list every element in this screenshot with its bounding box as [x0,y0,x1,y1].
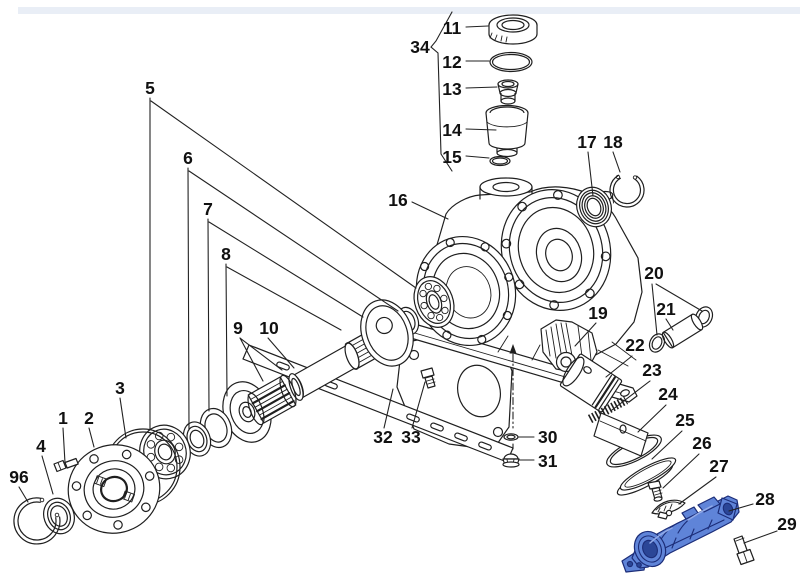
part-label-18: 18 [603,132,623,152]
part-22-piston [559,353,623,413]
part-9-needle-bearing [247,374,297,426]
part-1-bolt [53,457,79,473]
part-label-24: 24 [658,384,678,404]
part-label-5: 5 [145,78,155,98]
part-label-29: 29 [777,514,797,534]
part-28-manifold-highlighted[interactable] [621,495,740,573]
part-label-1: 1 [58,408,68,428]
part-26-stud-bolt [647,480,663,502]
part-labels: 1 2 3 4 96 5 6 7 8 9 10 11 12 13 14 15 3… [9,18,797,534]
part-13-valve-plug [497,79,519,105]
part-label-6: 6 [183,148,193,168]
part-11-cap [488,14,538,45]
part-label-23: 23 [642,360,662,380]
part-label-31: 31 [538,451,558,471]
part-label-17: 17 [577,132,596,152]
part-label-25: 25 [675,410,695,430]
part-label-34: 34 [410,37,430,57]
part-16-crankcase-housing [392,177,643,403]
bracket-34 [430,11,453,172]
part-31-plug [502,453,520,468]
part-14-filter-cup [485,104,529,158]
part-12-o-ring [489,51,533,73]
part-label-32: 32 [373,427,393,447]
part-label-12: 12 [442,52,462,72]
part-30-washer [503,433,519,441]
part-label-7: 7 [203,199,213,219]
part-33-bolt [420,367,436,389]
part-label-16: 16 [388,190,408,210]
part-label-21: 21 [656,299,676,319]
arrow-up [509,344,517,354]
part-2-bearing-flange-cover [67,444,161,534]
part-29-bolt [733,535,755,566]
part-label-14: 14 [442,120,462,140]
part-label-9: 9 [233,318,243,338]
part-label-11: 11 [443,18,462,38]
part-label-4: 4 [36,436,46,456]
leader-lines [18,25,778,544]
part-15-o-ring [489,155,511,167]
part-label-13: 13 [442,79,462,99]
part-label-10: 10 [259,318,279,338]
part-label-8: 8 [221,244,231,264]
part-crankshaft-bearing-right [413,276,455,328]
part-eccentric-disc [360,299,414,367]
part-label-96: 96 [9,467,29,487]
part-label-2: 2 [84,408,94,428]
part-18-snap-ring [609,174,645,208]
part-label-33: 33 [401,427,421,447]
part-label-3: 3 [115,378,125,398]
part-label-28: 28 [755,489,775,509]
part-96-snap-ring [13,497,61,545]
part-17-seal [576,186,612,228]
part-24-piston-cup [593,412,662,468]
part-label-22: 22 [625,335,645,355]
part-label-20: 20 [644,263,664,283]
part-27-valve-petal [651,499,686,520]
part-21-pin-sleeve [661,313,704,349]
part-label-27: 27 [709,456,728,476]
part-label-15: 15 [442,147,462,167]
part-label-19: 19 [588,303,608,323]
part-label-30: 30 [538,427,558,447]
centerline-drain [509,344,517,453]
part-label-26: 26 [692,433,712,453]
page-edge-band [18,7,800,14]
part-23-coil-ring [587,396,629,423]
